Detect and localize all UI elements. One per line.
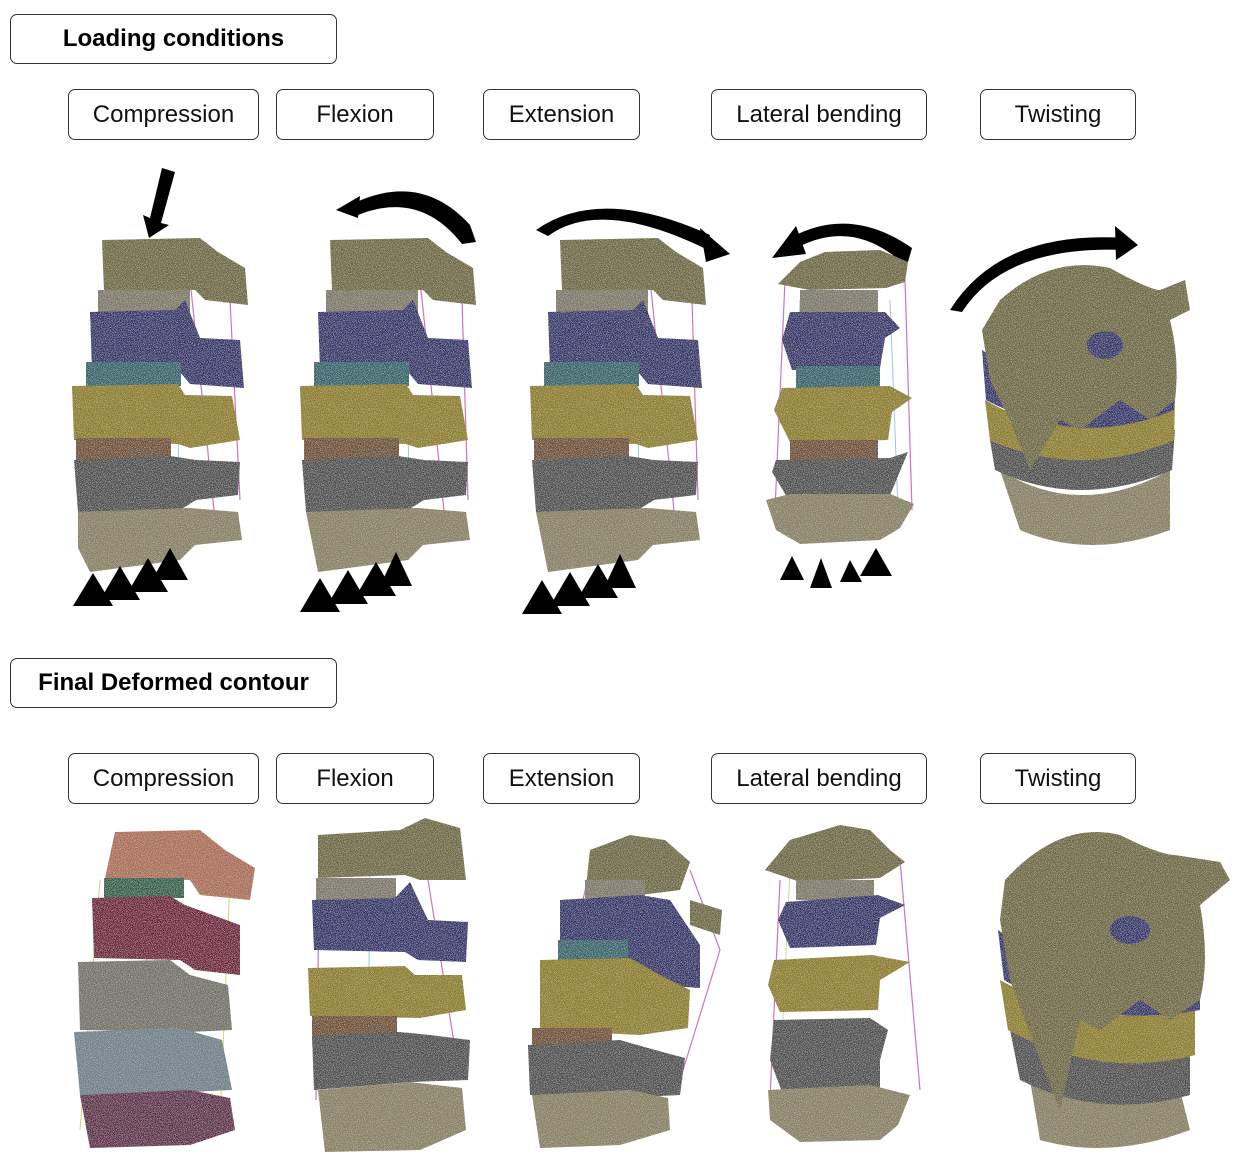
spine-model-compression-loading	[72, 168, 248, 606]
fixed-support-triangle-icon	[780, 548, 892, 588]
spine-model-lateral-bending-loading	[766, 224, 914, 588]
spine-model-twisting-deformed	[998, 832, 1230, 1148]
vertebra-l5	[78, 508, 242, 572]
vertebra-l4	[74, 456, 240, 512]
spine-model-flexion-loading	[300, 191, 476, 612]
rotation-arrow-icon	[336, 191, 476, 244]
spine-model-extension-loading	[522, 209, 730, 614]
spine-model-lateral-bending-deformed	[765, 825, 920, 1142]
load-arrow-icon	[143, 168, 175, 238]
disc-2	[86, 362, 181, 386]
disc-1	[98, 290, 190, 312]
spine-model-extension-deformed	[528, 835, 722, 1148]
spine-model-twisting-loading	[950, 226, 1190, 545]
spine-model-compression-deformed	[74, 830, 255, 1148]
spine-model-flexion-deformed	[308, 818, 470, 1152]
